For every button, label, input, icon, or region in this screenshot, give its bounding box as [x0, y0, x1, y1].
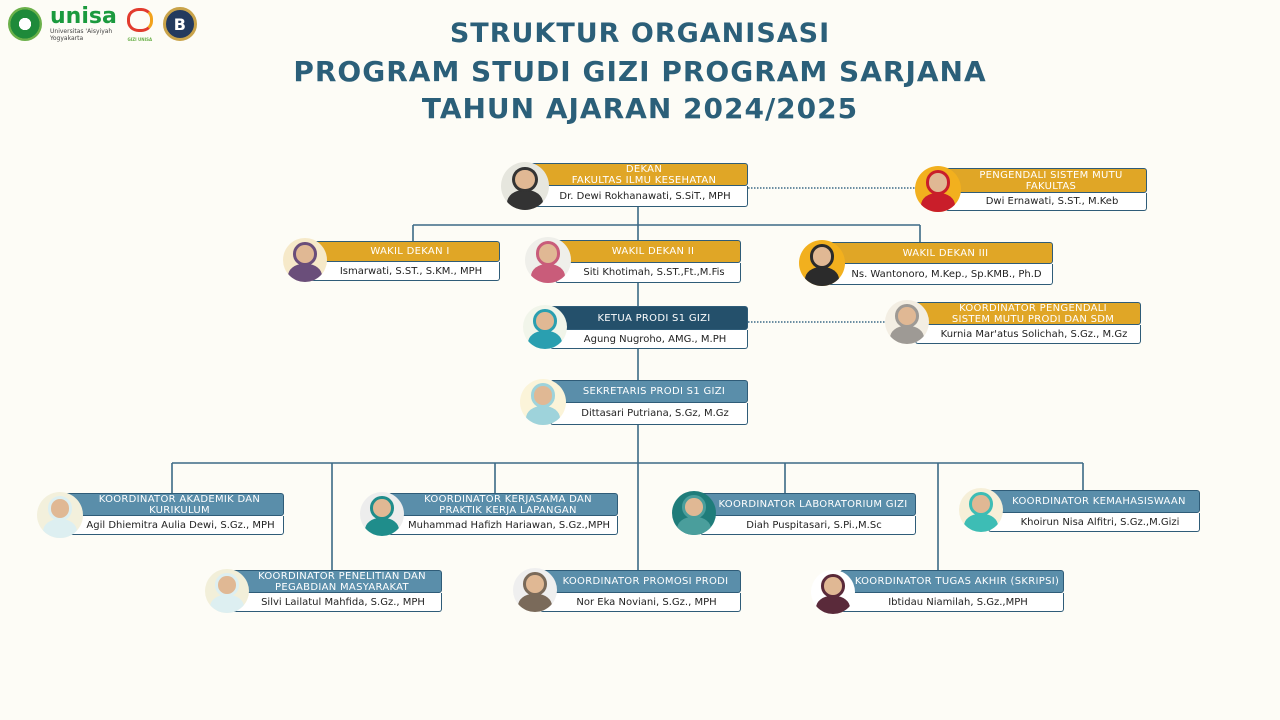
- title-line-1: STRUKTUR ORGANISASI: [449, 18, 831, 49]
- title-line-2: PROGRAM STUDI GIZI PROGRAM SARJANA: [293, 55, 987, 88]
- position-title: SEKRETARIS PRODI S1 GIZI: [550, 380, 748, 403]
- position-title: KOORDINATOR KERJASAMA DAN PRAKTIK KERJA …: [388, 493, 618, 516]
- portrait-photo: [37, 492, 83, 538]
- portrait-photo: [525, 237, 571, 283]
- portrait-photo: [523, 305, 567, 349]
- accreditation-badge-logo: B: [162, 7, 197, 41]
- connector-dekan-to-wakil: [412, 207, 921, 242]
- position-holder-name: Agung Nugroho, AMG., M.PH: [550, 330, 748, 349]
- position-holder-name: Ns. Wantonoro, M.Kep., Sp.KMB., Ph.D: [828, 264, 1053, 285]
- portrait-photo: [205, 569, 249, 613]
- position-holder-name: Ibtidau Niamilah, S.Gz.,MPH: [840, 593, 1064, 612]
- connector-koordinator-drops: [171, 463, 1084, 570]
- position-title: WAKIL DEKAN III: [828, 242, 1053, 264]
- title-line-3: TAHUN AJARAN 2024/2025: [421, 92, 859, 125]
- portrait-photo: [811, 570, 855, 614]
- position-holder-name: Dittasari Putriana, S.Gz, M.Gz: [550, 403, 748, 425]
- portrait-photo: [672, 491, 716, 535]
- position-title: KETUA PRODI S1 GIZI: [550, 306, 748, 330]
- position-holder-name: Ismarwati, S.ST., S.KM., MPH: [310, 262, 500, 281]
- muhammadiyah-seal-logo: [8, 7, 42, 41]
- position-holder-name: Dwi Ernawati, S.ST., M.Keb: [945, 193, 1147, 211]
- connector-sekretaris-to-koordinator: [172, 425, 1083, 464]
- position-holder-name: Nor Eka Noviani, S.Gz., MPH: [540, 593, 741, 612]
- position-title: KOORDINATOR AKADEMIK DAN KURIKULUM: [65, 493, 284, 516]
- position-title: KOORDINATOR PROMOSI PRODI: [540, 570, 741, 593]
- position-holder-name: Muhammad Hafizh Hariawan, S.Gz.,MPH: [388, 516, 618, 535]
- position-title: KOORDINATOR PENELITIAN DAN PEGABDIAN MAS…: [232, 570, 442, 593]
- position-title: KOORDINATOR PENGENDALI SISTEM MUTU PRODI…: [915, 302, 1141, 325]
- position-title: WAKIL DEKAN II: [555, 240, 741, 263]
- portrait-photo: [915, 166, 961, 212]
- portrait-photo: [513, 568, 557, 612]
- portrait-photo: [885, 300, 929, 344]
- portrait-photo: [283, 238, 327, 282]
- position-title: KOORDINATOR LABORATORIUM GIZI: [700, 493, 916, 516]
- position-title: KOORDINATOR TUGAS AKHIR (SKRIPSI): [840, 570, 1064, 593]
- position-holder-name: Agil Dhiemitra Aulia Dewi, S.Gz., MPH: [65, 516, 284, 535]
- position-holder-name: Dr. Dewi Rokhanawati, S.SiT., MPH: [530, 186, 748, 207]
- portrait-photo: [959, 488, 1003, 532]
- portrait-photo: [520, 379, 566, 425]
- position-title: PENGENDALI SISTEM MUTU FAKULTAS: [945, 168, 1147, 193]
- position-title: WAKIL DEKAN I: [310, 241, 500, 262]
- portrait-photo: [360, 492, 404, 536]
- position-title: DEKAN FAKULTAS ILMU KESEHATAN: [530, 163, 748, 186]
- portrait-photo: [501, 162, 549, 210]
- position-holder-name: Khoirun Nisa Alfitri, S.Gz.,M.Gizi: [988, 513, 1200, 532]
- portrait-photo: [799, 240, 845, 286]
- gizi-unisa-logo: GIZI UNISA: [125, 6, 155, 42]
- position-holder-name: Siti Khotimah, S.ST.,Ft.,M.Fis: [555, 263, 741, 283]
- position-holder-name: Silvi Lailatul Mahfida, S.Gz., MPH: [232, 593, 442, 612]
- position-title: KOORDINATOR KEMAHASISWAAN: [988, 490, 1200, 513]
- position-holder-name: Diah Puspitasari, S.Pi.,M.Sc: [700, 516, 916, 535]
- position-holder-name: Kurnia Mar'atus Solichah, S.Gz., M.Gz: [915, 325, 1141, 344]
